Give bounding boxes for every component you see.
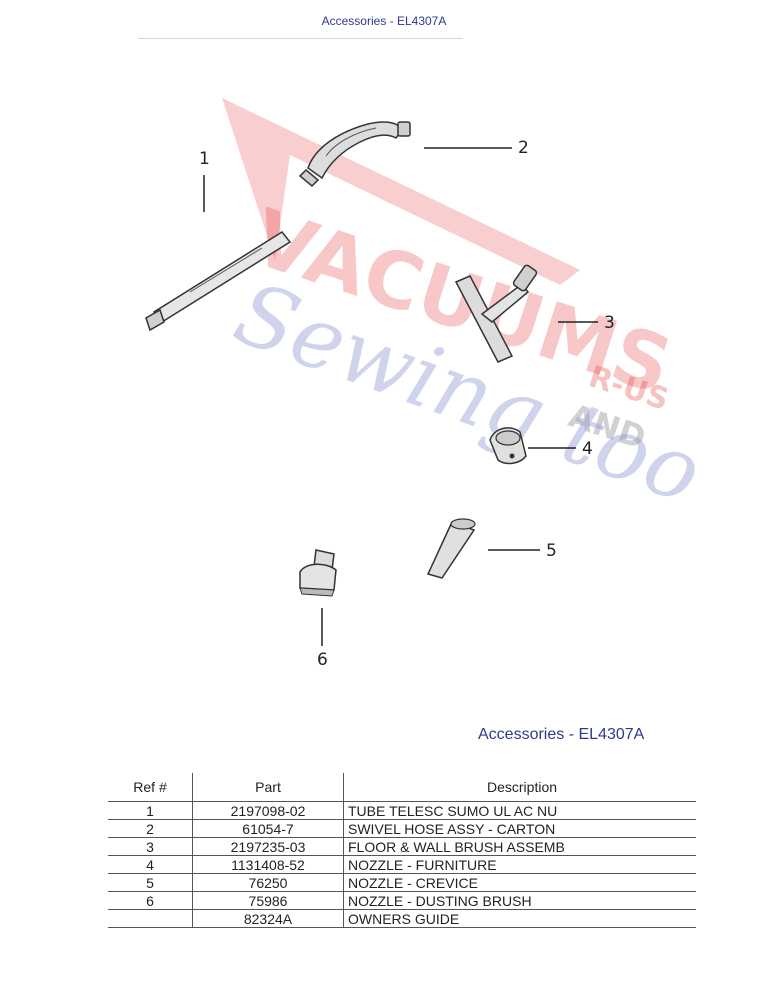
callout-2: 2 xyxy=(518,138,529,158)
cell-part: 82324A xyxy=(192,909,344,928)
parts-table: Ref # Part Description 1 2197098-02 TUBE… xyxy=(108,773,696,928)
cell-description: SWIVEL HOSE ASSY - CARTON xyxy=(343,819,696,838)
table-row: 2 61054-7 SWIVEL HOSE ASSY - CARTON xyxy=(108,819,696,838)
col-header-part: Part xyxy=(192,773,344,802)
cell-part: 76250 xyxy=(192,873,344,892)
part-4-furniture-nozzle: 4 xyxy=(489,427,593,465)
cell-part: 1131408-52 xyxy=(192,855,344,874)
cell-ref: 1 xyxy=(108,801,193,820)
cell-description: NOZZLE - CREVICE xyxy=(343,873,696,892)
table-row: 4 1131408-52 NOZZLE - FURNITURE xyxy=(108,855,696,874)
cell-ref xyxy=(108,909,193,928)
col-header-ref: Ref # xyxy=(133,779,167,795)
cell-part: 75986 xyxy=(192,891,344,910)
cell-description: FLOOR & WALL BRUSH ASSEMB xyxy=(343,837,696,856)
header-divider xyxy=(138,38,463,39)
col-header-description: Description xyxy=(343,773,696,802)
part-5-crevice-nozzle: 5 xyxy=(426,518,557,579)
cell-part: 61054-7 xyxy=(192,819,344,838)
cell-part: 2197235-03 xyxy=(192,837,344,856)
table-row: 1 2197098-02 TUBE TELESC SUMO UL AC NU xyxy=(108,801,696,820)
table-row: 3 2197235-03 FLOOR & WALL BRUSH ASSEMB xyxy=(108,837,696,856)
page-header-title: Accessories - EL4307A xyxy=(321,14,447,28)
part-6-dusting-brush: 6 xyxy=(299,549,337,670)
diagram-caption: Accessories - EL4307A xyxy=(478,726,645,743)
cell-description: OWNERS GUIDE xyxy=(343,909,696,928)
callout-6: 6 xyxy=(317,650,328,670)
cell-ref: 6 xyxy=(108,891,193,910)
callout-1: 1 xyxy=(199,149,210,169)
table-row: 82324A OWNERS GUIDE xyxy=(108,909,696,928)
cell-ref: 2 xyxy=(108,819,193,838)
cell-description: TUBE TELESC SUMO UL AC NU xyxy=(343,801,696,820)
watermark-logo: VACUUMS R-US AND Sewing too xyxy=(222,98,714,524)
cell-part: 2197098-02 xyxy=(192,801,344,820)
part-1-telescopic-tube: 1 xyxy=(145,149,292,332)
table-row: 6 75986 NOZZLE - DUSTING BRUSH xyxy=(108,891,696,910)
cell-ref: 4 xyxy=(108,855,193,874)
part-3-floor-wall-brush: 3 xyxy=(454,264,615,363)
table-row: 5 76250 NOZZLE - CREVICE xyxy=(108,873,696,892)
cell-ref: 5 xyxy=(108,873,193,892)
table-header-row: Ref # Part Description xyxy=(108,773,696,802)
cell-description: NOZZLE - FURNITURE xyxy=(343,855,696,874)
cell-description: NOZZLE - DUSTING BRUSH xyxy=(343,891,696,910)
callout-5: 5 xyxy=(546,541,557,561)
parts-diagram: VACUUMS R-US AND Sewing too 1 2 xyxy=(0,60,768,710)
cell-ref: 3 xyxy=(108,837,193,856)
callout-4: 4 xyxy=(582,439,593,459)
part-2-hose-handle: 2 xyxy=(298,121,529,188)
callout-3: 3 xyxy=(604,313,615,333)
